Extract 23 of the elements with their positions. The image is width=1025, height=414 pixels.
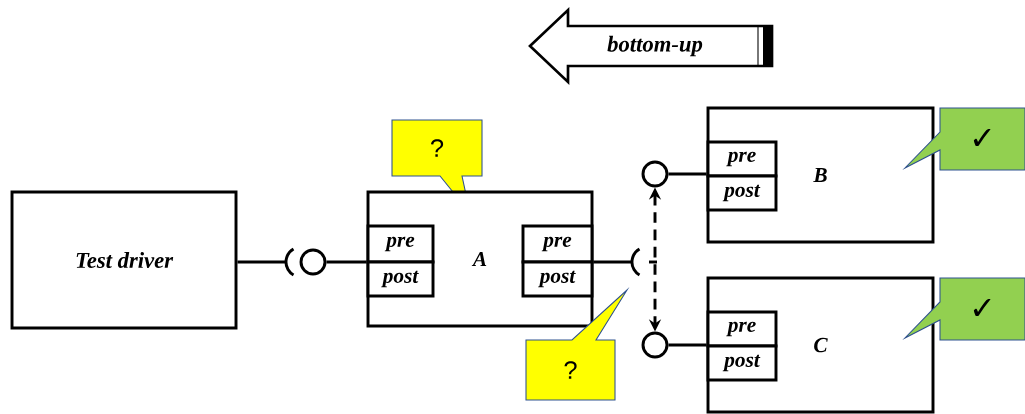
socket-symbol [630, 247, 657, 277]
connector [237, 260, 286, 264]
interface-circle [641, 331, 669, 359]
interface-circle [299, 248, 327, 276]
port-box: post [366, 260, 435, 298]
port-box: pre [521, 224, 594, 264]
speech-bubble: ? [525, 287, 630, 401]
port-box: pre [706, 310, 778, 348]
connector [593, 260, 632, 264]
driver-box: Test driver [10, 190, 238, 330]
speech-bubble: ✓ [902, 277, 1025, 341]
connector [668, 343, 707, 347]
port-box: post [706, 344, 778, 382]
port-box: pre [706, 140, 778, 178]
socket-symbol [284, 247, 295, 277]
port-box: post [706, 174, 778, 212]
speech-bubble: ? [391, 119, 483, 216]
speech-bubble: ✓ [902, 107, 1025, 171]
port-box: post [521, 260, 594, 298]
connector [326, 260, 367, 264]
interface-circle [641, 160, 669, 188]
port-box: pre [366, 224, 435, 264]
connector [668, 172, 707, 176]
